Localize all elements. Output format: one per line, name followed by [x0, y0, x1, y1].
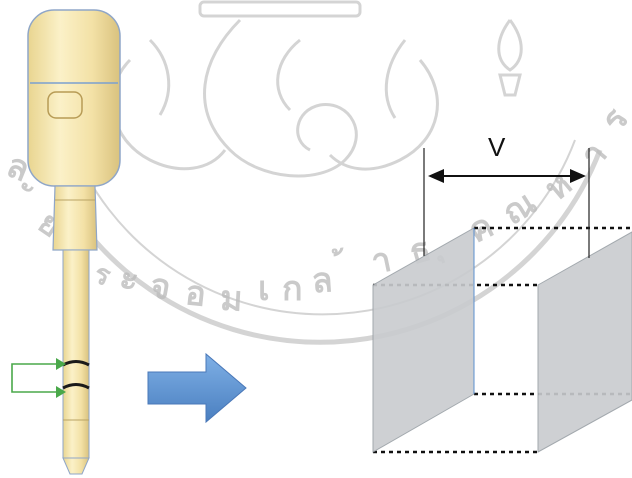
dimension-label-v: V: [488, 132, 506, 162]
svg-text:ล: ล: [310, 260, 334, 301]
svg-text:อ: อ: [183, 273, 207, 315]
double-arrow-icon: [428, 169, 586, 183]
right-plate: [537, 231, 632, 453]
svg-text:ม: ม: [219, 279, 243, 320]
svg-text:เ: เ: [258, 269, 270, 309]
svg-text:ก: ก: [282, 269, 303, 309]
green-arrowhead-upper: [56, 358, 66, 370]
green-arrowhead-lower: [56, 386, 66, 398]
left-plate: [372, 227, 475, 453]
